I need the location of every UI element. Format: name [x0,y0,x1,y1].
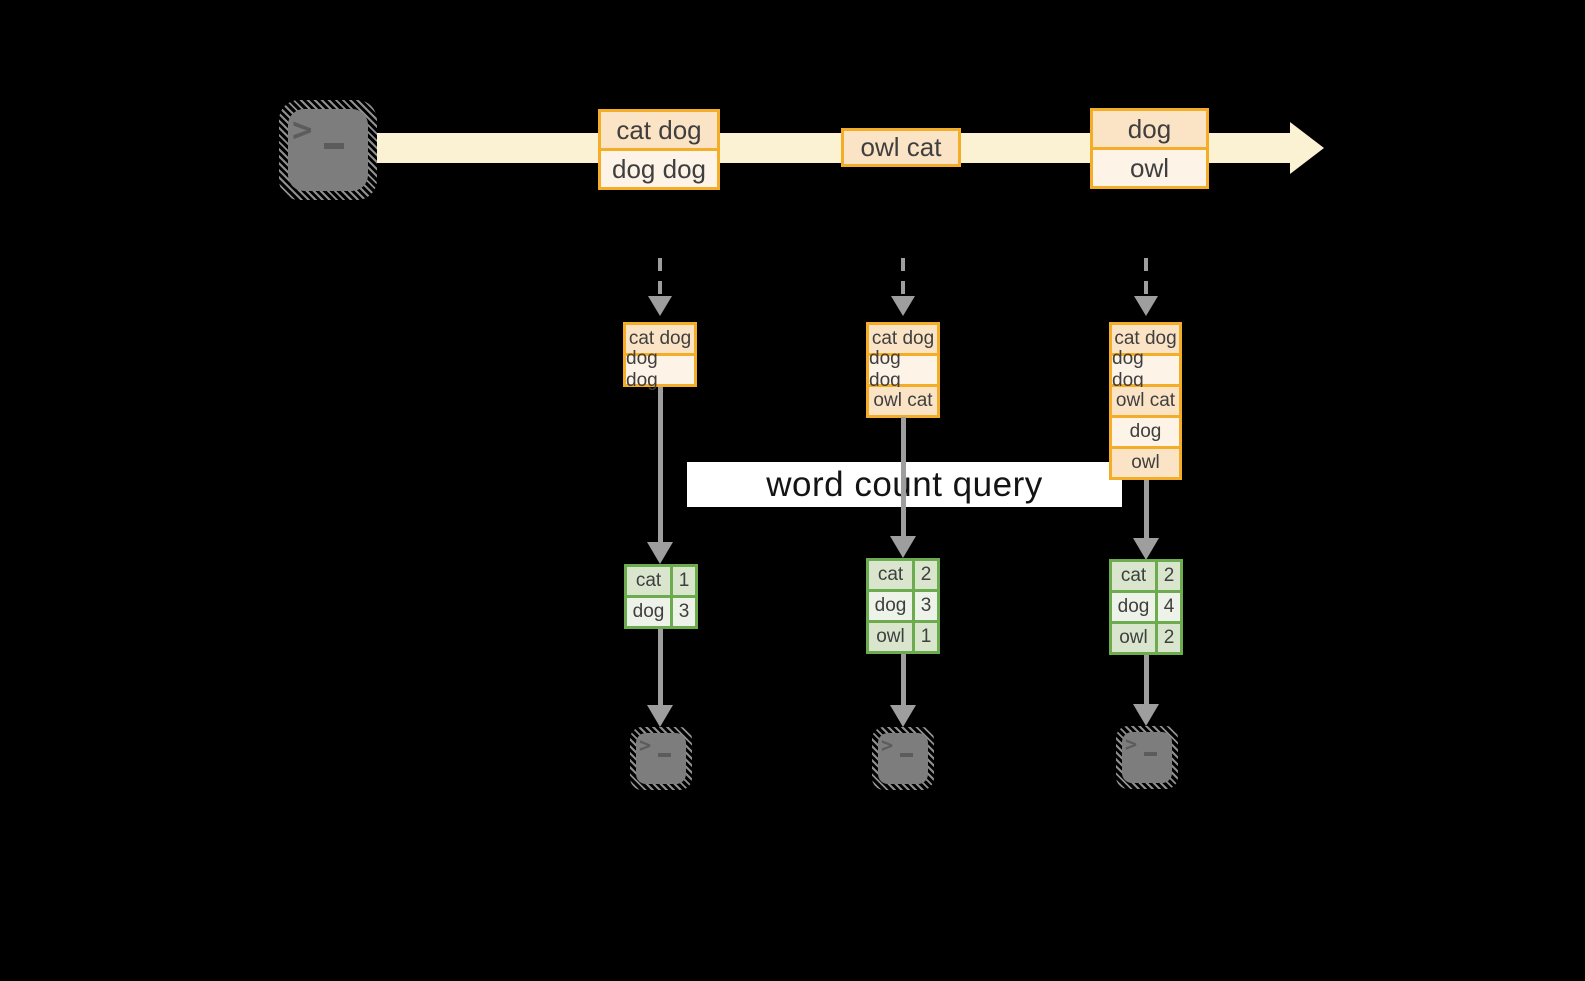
terminal-sink-icon: > [1116,726,1178,789]
input-table-3: cat dog dog dog owl cat dog owl [1109,322,1182,480]
input-table-2: cat dog dog dog owl cat [866,322,940,418]
result-word: owl [869,623,912,651]
stream-batch-box-3: dog owl [1090,108,1209,189]
input-row: dog dog [626,348,694,391]
query-arrow [1144,480,1149,540]
result-count: 1 [915,623,937,651]
terminal-source-icon: > [279,100,377,200]
input-row: dog [1112,418,1179,446]
input-row: dog dog [869,348,937,391]
result-word: owl [1112,624,1155,652]
query-arrowhead-icon [647,542,673,564]
stream-record: cat dog [601,112,717,148]
stream-batch-box-1: cat dog dog dog [598,109,720,190]
stream-record: owl cat [844,131,958,164]
stream-record: dog [1093,111,1206,147]
dashed-arrowhead-icon [648,296,672,316]
result-word: dog [869,592,912,620]
prompt-underscore-icon [324,143,344,149]
output-arrowhead-icon [647,705,673,727]
prompt-chevron-icon: > [639,733,652,757]
stream-arrowhead-icon [1290,122,1324,174]
dashed-arrowhead-icon [1134,296,1158,316]
prompt-underscore-icon [658,753,671,757]
stream-batch-box-2: owl cat [841,128,961,167]
query-arrow [658,387,663,544]
result-count: 3 [673,598,695,626]
dashed-arrow [1144,258,1148,298]
dashed-arrowhead-icon [891,296,915,316]
output-arrowhead-icon [1133,704,1159,726]
prompt-chevron-icon: > [881,733,894,757]
input-row: owl cat [869,387,937,415]
input-row: cat dog [869,325,937,353]
result-table-3: cat 2 dog 4 owl 2 [1109,559,1183,655]
input-row: owl [1112,449,1179,477]
stream-record: dog dog [601,151,717,187]
result-word: dog [1112,593,1155,621]
query-arrowhead-icon [1133,538,1159,560]
terminal-sink-icon: > [630,727,692,790]
prompt-chevron-icon: > [292,110,313,150]
result-count: 2 [1158,562,1180,590]
query-arrowhead-icon [890,536,916,558]
query-arrow [901,417,906,538]
result-count: 3 [915,592,937,620]
terminal-body [636,733,686,784]
stream-record: owl [1093,150,1206,186]
terminal-body [878,733,928,784]
dashed-arrow [658,258,662,298]
dashed-arrow [901,258,905,298]
input-row: owl cat [1112,387,1179,415]
output-arrow [901,654,906,707]
terminal-sink-icon: > [872,727,934,790]
result-count: 2 [915,561,937,589]
result-count: 1 [673,567,695,595]
result-word: cat [869,561,912,589]
result-word: cat [1112,562,1155,590]
input-row: cat dog [1112,325,1179,353]
result-table-1: cat 1 dog 3 [624,564,698,629]
prompt-underscore-icon [900,753,913,757]
result-count: 4 [1158,593,1180,621]
output-arrow [658,629,663,707]
input-table-1: cat dog dog dog [623,322,697,391]
result-word: dog [627,598,670,626]
input-row: dog dog [1112,348,1179,391]
terminal-body [1122,732,1172,783]
output-arrow [1144,655,1149,706]
prompt-underscore-icon [1144,752,1157,756]
result-table-2: cat 2 dog 3 owl 1 [866,558,940,654]
terminal-body [288,109,368,191]
prompt-chevron-icon: > [1125,732,1138,756]
output-arrowhead-icon [890,705,916,727]
input-row: cat dog [626,325,694,353]
result-word: cat [627,567,670,595]
result-count: 2 [1158,624,1180,652]
